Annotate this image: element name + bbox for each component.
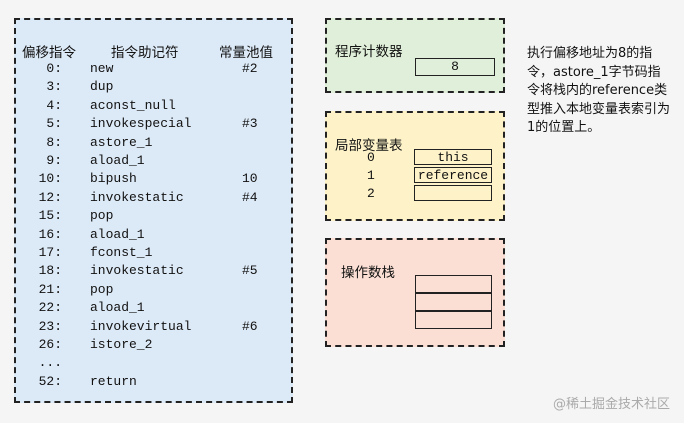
offset-cell: 22: [38, 300, 62, 316]
instruction-cell: invokestatic [90, 263, 184, 279]
slot-index: 0 [367, 150, 375, 165]
instruction-cell: invokevirtual [90, 318, 192, 334]
instruction-cell: pop [90, 208, 114, 224]
bytecode-row: ... [16, 355, 291, 373]
constant-ref-cell: 10 [242, 171, 258, 187]
constant-ref-cell: #2 [242, 61, 258, 76]
operand-stack-panel: 操作数栈 [325, 238, 505, 347]
offset-cell: 21: [38, 281, 62, 297]
bytecode-panel: 偏移指令 指令助记符 常量池值 0: new #2 3: dup 4: aconst_nul… [14, 18, 293, 403]
offset-cell: 8: [46, 134, 62, 150]
offset-cell: 18: [38, 263, 62, 279]
local-variables-panel: 局部变量表 0 1 2 this reference [325, 111, 505, 221]
slot-cell [414, 185, 492, 201]
instruction-cell: new [90, 61, 114, 76]
slot-index: 2 [367, 186, 375, 201]
slot-cell: this [414, 149, 492, 165]
offset-cell: 15: [38, 208, 62, 224]
program-counter-label: 程序计数器 [335, 44, 403, 60]
instruction-cell: astore_1 [90, 134, 153, 150]
program-counter-panel: 程序计数器 8 [325, 18, 505, 93]
bytecode-row: 10: bipush 10 [16, 171, 291, 189]
instruction-cell: istore_2 [90, 337, 153, 352]
stack-cell [415, 275, 492, 293]
bytecode-row: 18: invokestatic #5 [16, 263, 291, 281]
instruction-cell: aload_1 [90, 300, 145, 316]
instruction-cell: pop [90, 281, 114, 297]
bytecode-row: 4: aconst_null [16, 98, 291, 116]
instruction-cell: fconst_1 [90, 245, 153, 260]
constant-ref-cell: #4 [242, 189, 258, 205]
offset-cell: 4: [46, 97, 62, 113]
bytecode-row: 0: new #2 [16, 61, 291, 79]
bytecode-row: 9: aload_1 [16, 153, 291, 171]
operand-stack-label: 操作数栈 [341, 265, 395, 281]
bytecode-row: 17: fconst_1 [16, 245, 291, 263]
offset-cell: 16: [38, 226, 62, 242]
bytecode-row: 3: dup [16, 79, 291, 97]
stack-cell [415, 311, 492, 329]
offset-cell: 0: [46, 61, 62, 76]
offset-cell: 9: [46, 153, 62, 168]
bytecode-row: 26: istore_2 [16, 337, 291, 355]
instruction-cell: invokestatic [90, 189, 184, 205]
program-counter-value: 8 [415, 58, 495, 76]
slot-index: 1 [367, 168, 375, 183]
instruction-cell: return [90, 373, 137, 389]
stack-cell [415, 293, 492, 311]
bytecode-row: 52: return [16, 374, 291, 392]
instruction-cell: aconst_null [90, 97, 176, 113]
constant-ref-cell: #6 [242, 318, 258, 334]
instruction-cell: dup [90, 79, 114, 95]
bytecode-row: 12: invokestatic #4 [16, 190, 291, 208]
offset-cell: 10: [38, 171, 62, 187]
offset-cell: 3: [46, 79, 62, 95]
explanation-note: 执行偏移地址为8的指令，astore_1字节码指令将栈内的reference类型… [527, 46, 671, 135]
offset-cell: 5: [46, 116, 62, 132]
bytecode-row: 5: invokespecial #3 [16, 116, 291, 134]
bytecode-row: 15: pop [16, 208, 291, 226]
offset-cell: 23: [38, 318, 62, 334]
bytecode-row: 23: invokevirtual #6 [16, 319, 291, 337]
header-constant-pool: 常量池值 [219, 45, 273, 61]
offset-cell: 26: [38, 337, 62, 352]
offset-cell: 17: [38, 245, 62, 260]
bytecode-row: 21: pop [16, 282, 291, 300]
watermark: @稀土掘金技术社区 [552, 397, 670, 412]
instruction-cell: aload_1 [90, 153, 145, 168]
offset-cell: 12: [38, 189, 62, 205]
offset-cell: ... [38, 355, 62, 371]
bytecode-row: 8: astore_1 [16, 135, 291, 153]
bytecode-row: 16: aload_1 [16, 227, 291, 245]
header-offset: 偏移指令 [22, 45, 76, 61]
offset-cell: 52: [38, 373, 62, 389]
constant-ref-cell: #5 [242, 263, 258, 279]
local-variables-label: 局部变量表 [335, 138, 403, 154]
bytecode-row: 22: aload_1 [16, 300, 291, 318]
instruction-cell: invokespecial [90, 116, 192, 132]
instruction-cell: aload_1 [90, 226, 145, 242]
instruction-cell: bipush [90, 171, 137, 187]
header-mnemonic: 指令助记符 [111, 45, 179, 61]
slot-cell: reference [414, 167, 492, 183]
constant-ref-cell: #3 [242, 116, 258, 132]
